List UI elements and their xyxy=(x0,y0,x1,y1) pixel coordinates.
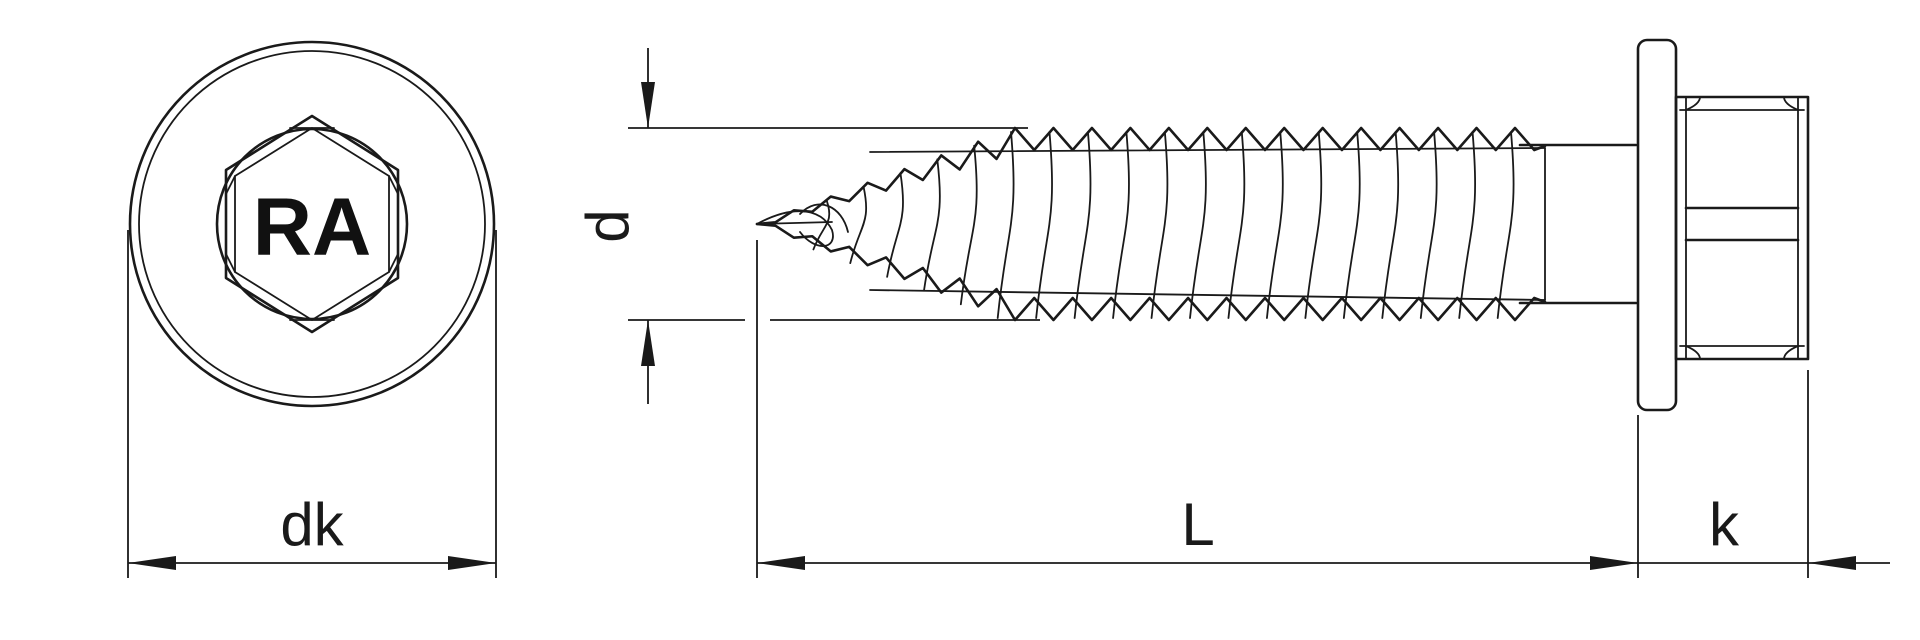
dk-dimension: dk xyxy=(127,230,497,578)
k-label: k xyxy=(1709,491,1740,558)
thread-helix-line xyxy=(959,144,978,306)
thread-bottom-profile xyxy=(755,222,1547,322)
thread-helix-line xyxy=(1458,131,1476,319)
thread-helix-line xyxy=(1304,131,1323,319)
flange xyxy=(1636,38,1678,412)
thread-helix-line xyxy=(923,158,941,292)
head-top-face-circle xyxy=(215,127,409,321)
d-dimension: d xyxy=(574,48,1040,404)
thread-helix-line xyxy=(1227,131,1246,319)
thread-helix-line xyxy=(1035,131,1053,319)
thread-helix-line xyxy=(1342,131,1361,319)
shank xyxy=(1518,143,1638,305)
L-label: L xyxy=(1181,491,1214,558)
thread-helix-line xyxy=(996,131,1015,319)
thread-root-lines xyxy=(869,147,1546,301)
L-dimension: L xyxy=(756,240,1639,578)
thread-helix-line xyxy=(1112,131,1130,319)
thread-helix-line xyxy=(1073,131,1092,319)
thread-helix-line xyxy=(886,172,904,278)
dk-label: dk xyxy=(280,491,344,558)
screw-side-view xyxy=(755,38,1810,412)
hex-outline xyxy=(224,114,400,334)
thread-helix-line xyxy=(1189,131,1207,319)
thread-helix-line xyxy=(1381,131,1400,319)
washer-inner-circle xyxy=(138,50,486,398)
thread-helix-line xyxy=(849,185,868,265)
thread-top-profile xyxy=(755,126,1547,226)
k-dimension: k xyxy=(1638,370,1890,578)
thread-helix-line xyxy=(1266,131,1284,319)
head-top-view: RA xyxy=(128,40,496,408)
hex-head-side xyxy=(1674,95,1810,361)
tip-spiral xyxy=(756,203,849,247)
head-marking-text: RA xyxy=(253,182,371,273)
washer-outer-circle xyxy=(128,40,496,408)
thread-profile xyxy=(755,126,1547,322)
thread-helix-line xyxy=(1419,131,1438,319)
thread-helix-line xyxy=(1150,131,1169,319)
thread-helix-line xyxy=(1496,131,1515,319)
d-label: d xyxy=(574,209,641,242)
